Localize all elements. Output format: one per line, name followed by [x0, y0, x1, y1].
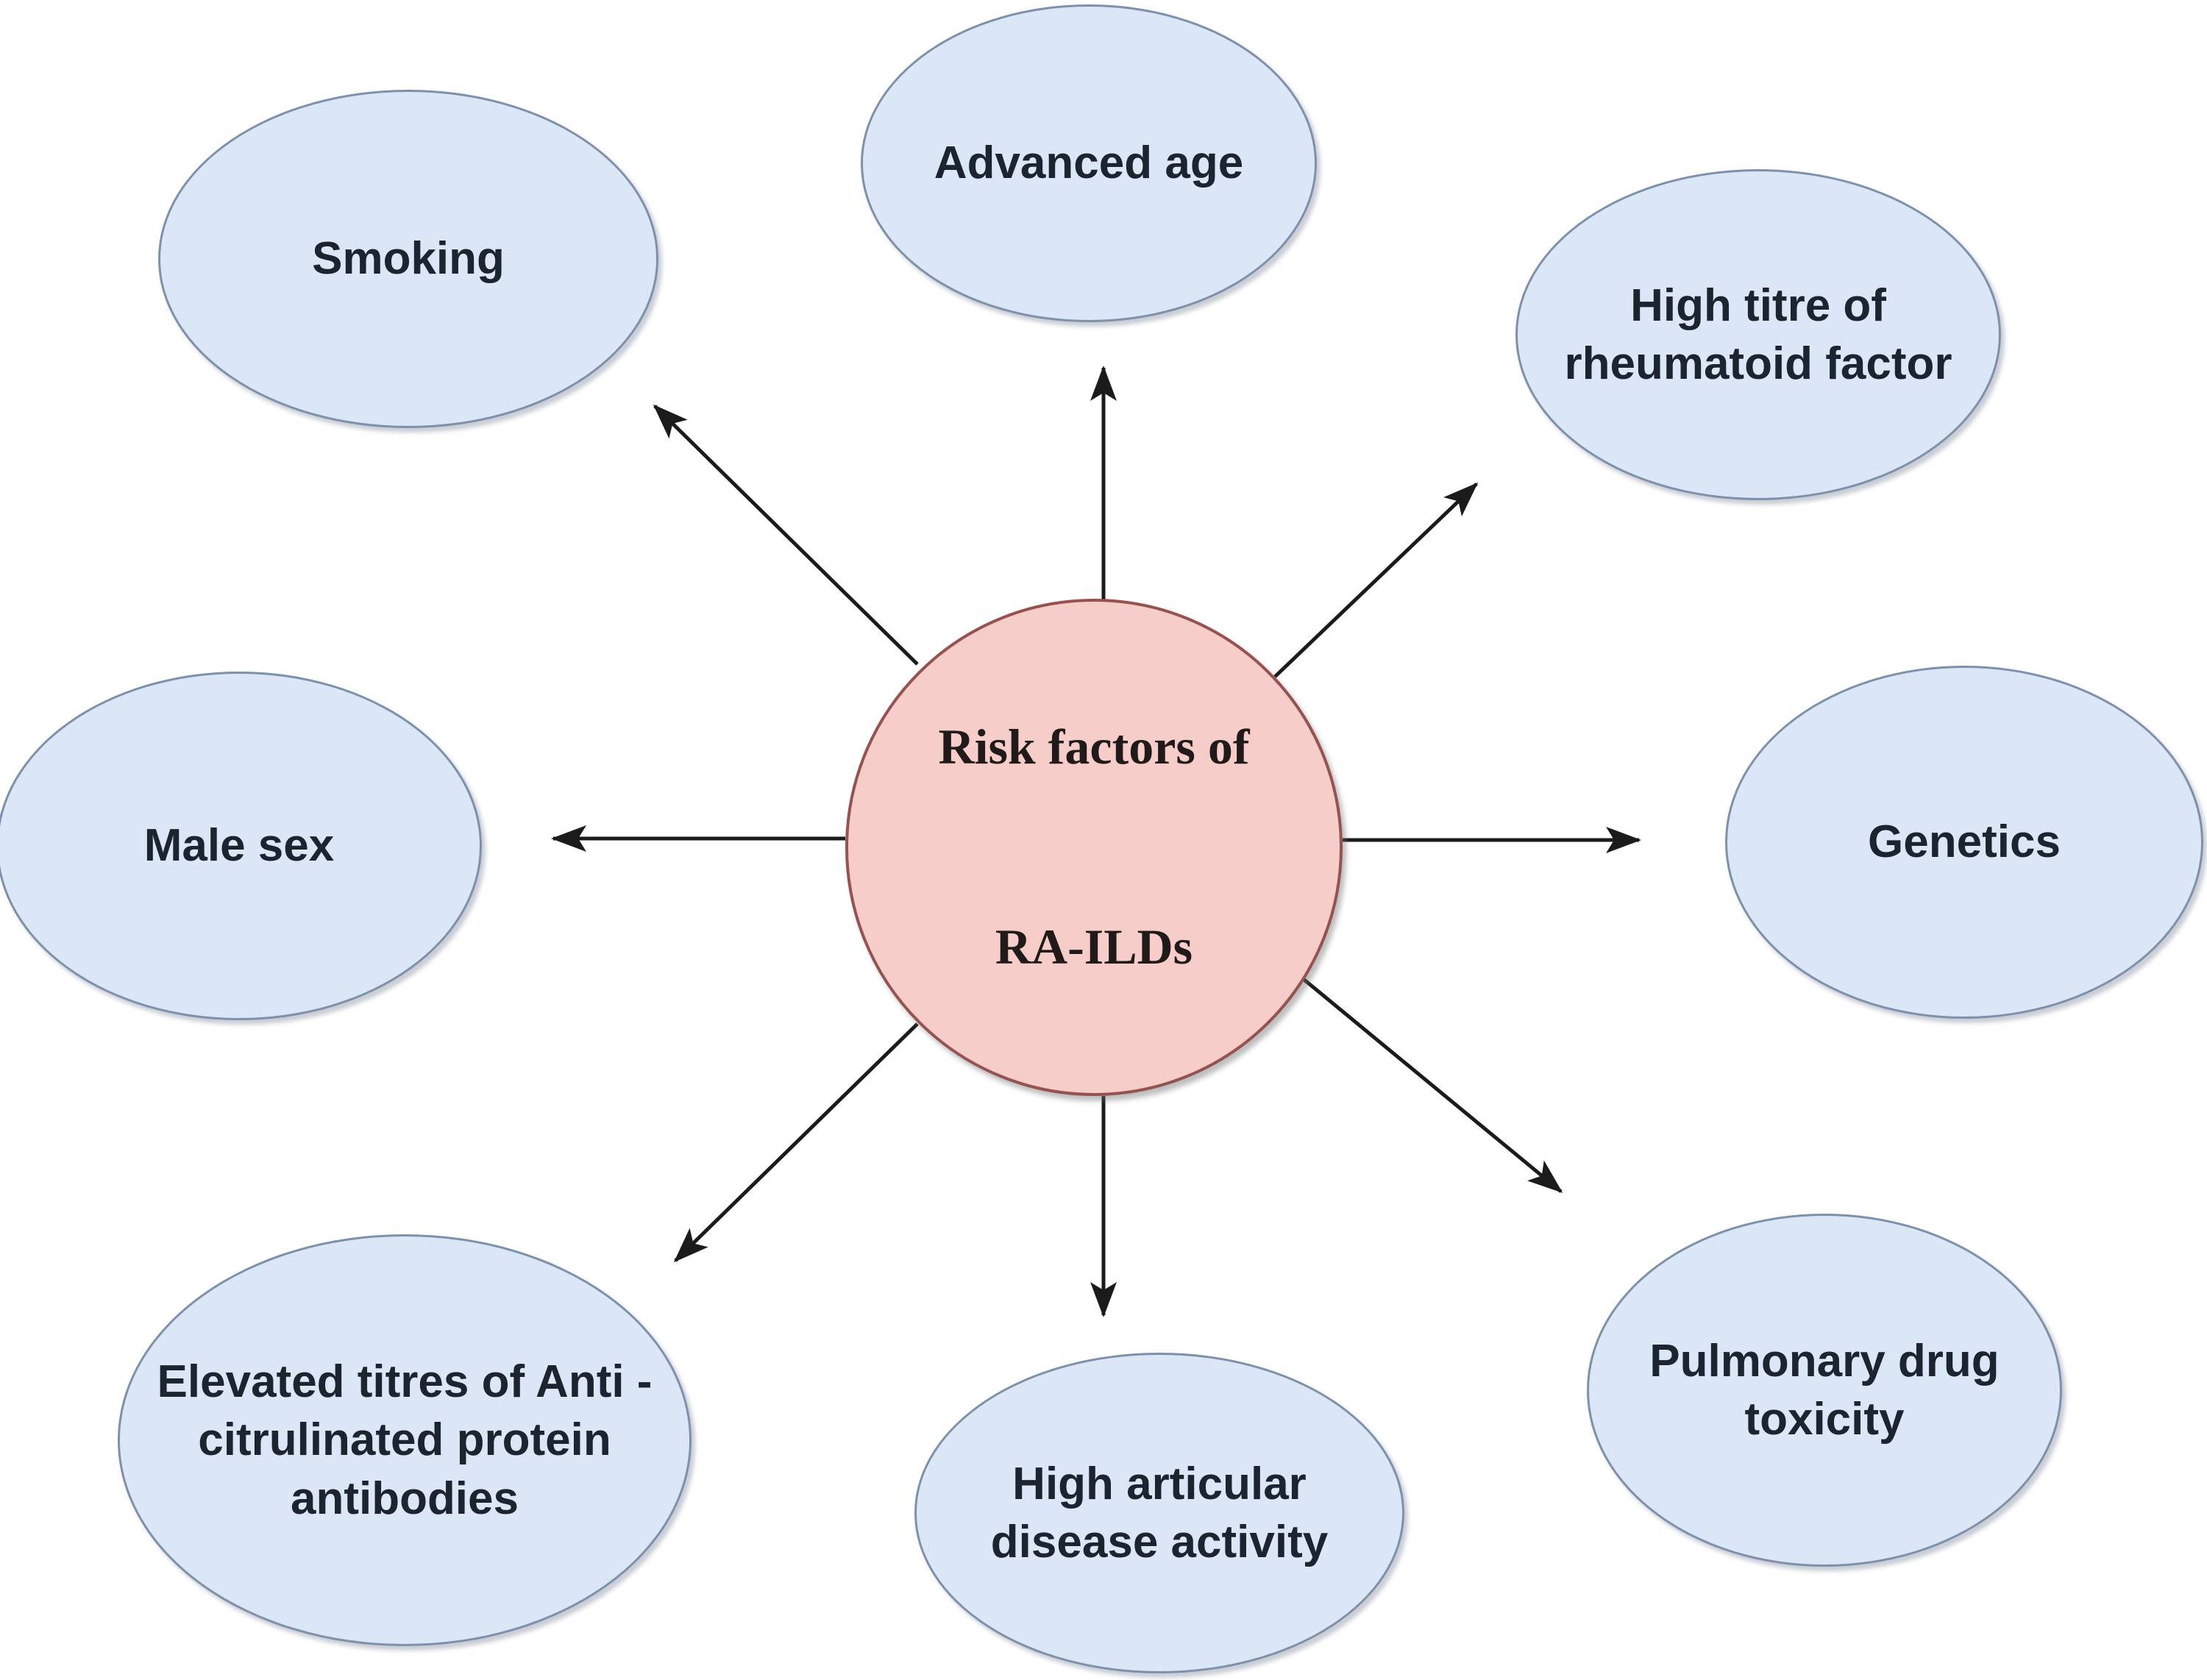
node-genetics: Genetics — [1725, 666, 2203, 1019]
node-advanced-age-label: Advanced age — [934, 138, 1244, 189]
node-high-articular-disease-activity: High articular disease activity — [914, 1353, 1404, 1673]
center-node-title-line2: RA-ILDs — [995, 919, 1193, 975]
node-male-sex: Male sex — [0, 672, 482, 1020]
node-elevated-acpa-label: Elevated titres of Anti - citrulinated p… — [157, 1356, 653, 1524]
arrow-to-acpa — [673, 1022, 919, 1263]
node-smoking-label: Smoking — [312, 233, 505, 285]
node-elevated-acpa: Elevated titres of Anti - citrulinated p… — [118, 1234, 692, 1646]
node-high-titre-rheumatoid-factor: High titre of rheumatoid factor — [1515, 169, 2001, 500]
node-high-titre-rheumatoid-factor-label: High titre of rheumatoid factor — [1564, 280, 1952, 389]
node-advanced-age: Advanced age — [861, 4, 1317, 322]
node-pulmonary-drug-toxicity-label: Pulmonary drug toxicity — [1649, 1335, 2000, 1445]
center-node-risk-factors: Risk factors of RA-ILDs — [845, 599, 1343, 1096]
node-genetics-label: Genetics — [1868, 816, 2061, 868]
node-smoking: Smoking — [158, 90, 658, 428]
arrow-to-high-titre — [1273, 482, 1479, 678]
center-node-title-line1: Risk factors of — [938, 719, 1250, 775]
node-high-articular-disease-activity-label: High articular disease activity — [990, 1458, 1329, 1567]
node-pulmonary-drug-toxicity: Pulmonary drug toxicity — [1587, 1214, 2062, 1567]
arrow-to-smoking — [653, 404, 919, 666]
arrow-to-pulmonary — [1299, 975, 1563, 1193]
node-male-sex-label: Male sex — [143, 820, 335, 872]
